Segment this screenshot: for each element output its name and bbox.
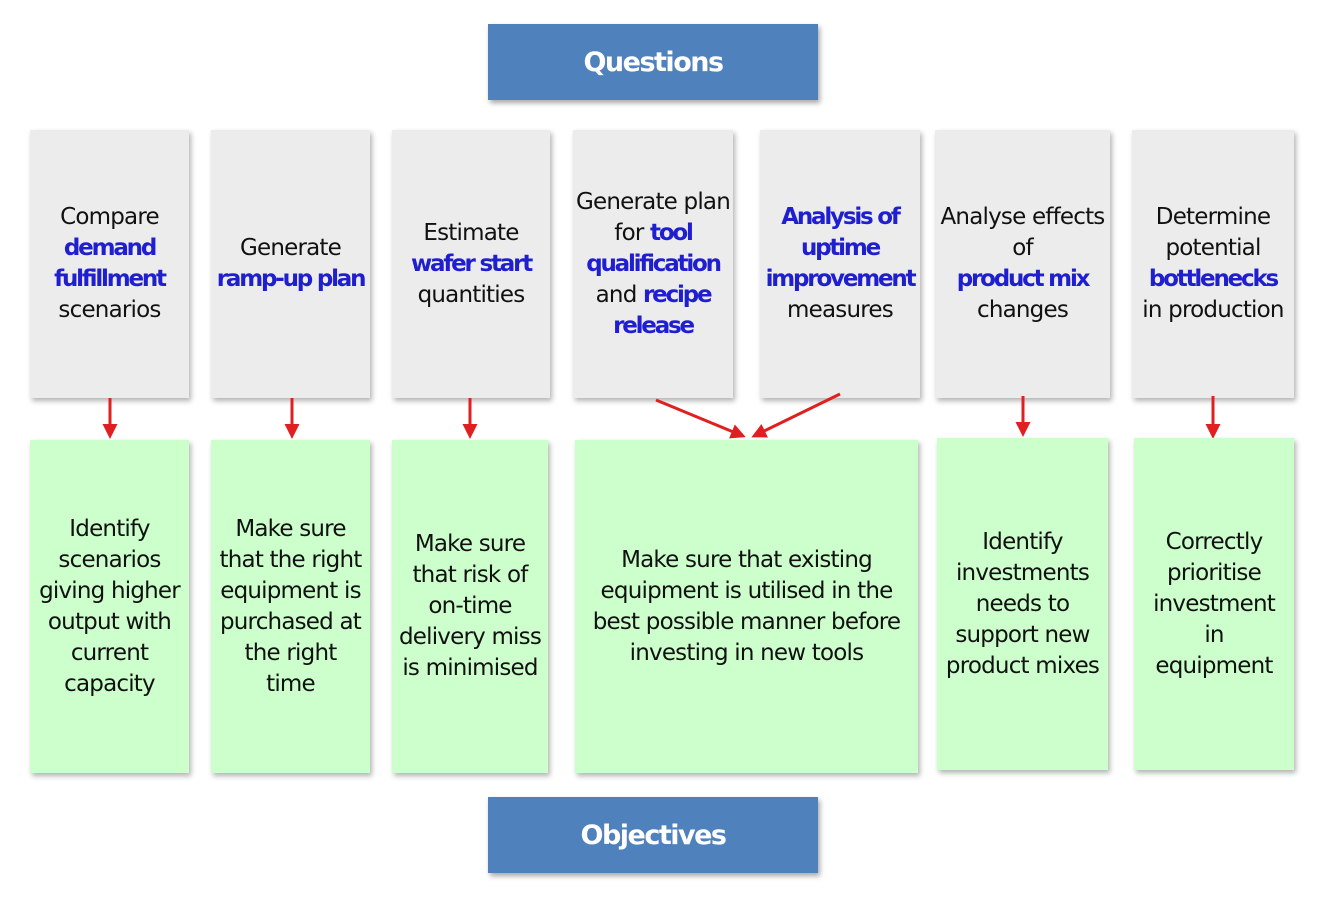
questions-header: Questions: [488, 24, 818, 100]
question-keyword: product mix: [956, 266, 1091, 292]
objective-higher-output: Identify scenarios giving higher output …: [30, 440, 189, 773]
question-keyword: ramp-up plan: [216, 266, 367, 292]
arrow-5: [751, 392, 841, 438]
objective-text: Make sure that existing equipment is uti…: [592, 546, 901, 666]
objective-text: Identify scenarios giving higher output …: [39, 515, 181, 697]
objective-text: Make sure that the right equipment is pu…: [219, 515, 363, 697]
question-text: Generate ramp-up plan: [216, 235, 367, 292]
question-text: Analyse effects of product mix changes: [940, 204, 1106, 323]
question-keyword: demand fulfillment: [54, 235, 167, 292]
arrow-4: [655, 398, 746, 439]
question-text: Generate plan for tool qualification and…: [576, 188, 731, 339]
objective-equipment-utilisation: Make sure that existing equipment is uti…: [575, 440, 918, 773]
question-demand-fulfillment: Compare demand fulfillment scenarios: [30, 130, 189, 398]
objective-right-equipment: Make sure that the right equipment is pu…: [211, 440, 370, 773]
question-text: Estimate wafer start quantities: [410, 219, 533, 308]
question-bottlenecks: Determine potential bottlenecks in produ…: [1132, 130, 1294, 398]
question-product-mix: Analyse effects of product mix changes: [935, 130, 1110, 398]
question-text: Determine potential bottlenecks in produ…: [1142, 204, 1284, 323]
question-keyword: wafer start: [410, 250, 533, 277]
objective-prioritise-investment: Correctly prioritise investment in equip…: [1134, 438, 1294, 770]
question-text: Compare demand fulfillment scenarios: [54, 204, 167, 323]
objective-text: Correctly prioritise investment in equip…: [1153, 528, 1276, 679]
question-tool-qualification: Generate plan for tool qualification and…: [573, 130, 733, 398]
question-ramp-up-plan: Generate ramp-up plan: [211, 130, 370, 398]
question-keyword: tool qualification: [586, 219, 722, 277]
question-wafer-start: Estimate wafer start quantities: [392, 130, 550, 398]
objectives-header: Objectives: [488, 797, 818, 873]
question-text: Analysis of uptime improvement measures: [765, 204, 917, 323]
question-keyword: bottlenecks: [1148, 266, 1279, 292]
objective-investment-needs: Identify investments needs to support ne…: [937, 438, 1108, 770]
objective-text: Identify investments needs to support ne…: [945, 528, 1100, 679]
objective-text: Make sure that risk of on-time delivery …: [398, 531, 542, 681]
question-uptime-improvement: Analysis of uptime improvement measures: [760, 130, 920, 398]
question-keyword: Analysis of uptime improvement: [765, 204, 917, 292]
question-keyword-2: recipe release: [613, 281, 712, 339]
objective-delivery-miss: Make sure that risk of on-time delivery …: [392, 440, 548, 773]
